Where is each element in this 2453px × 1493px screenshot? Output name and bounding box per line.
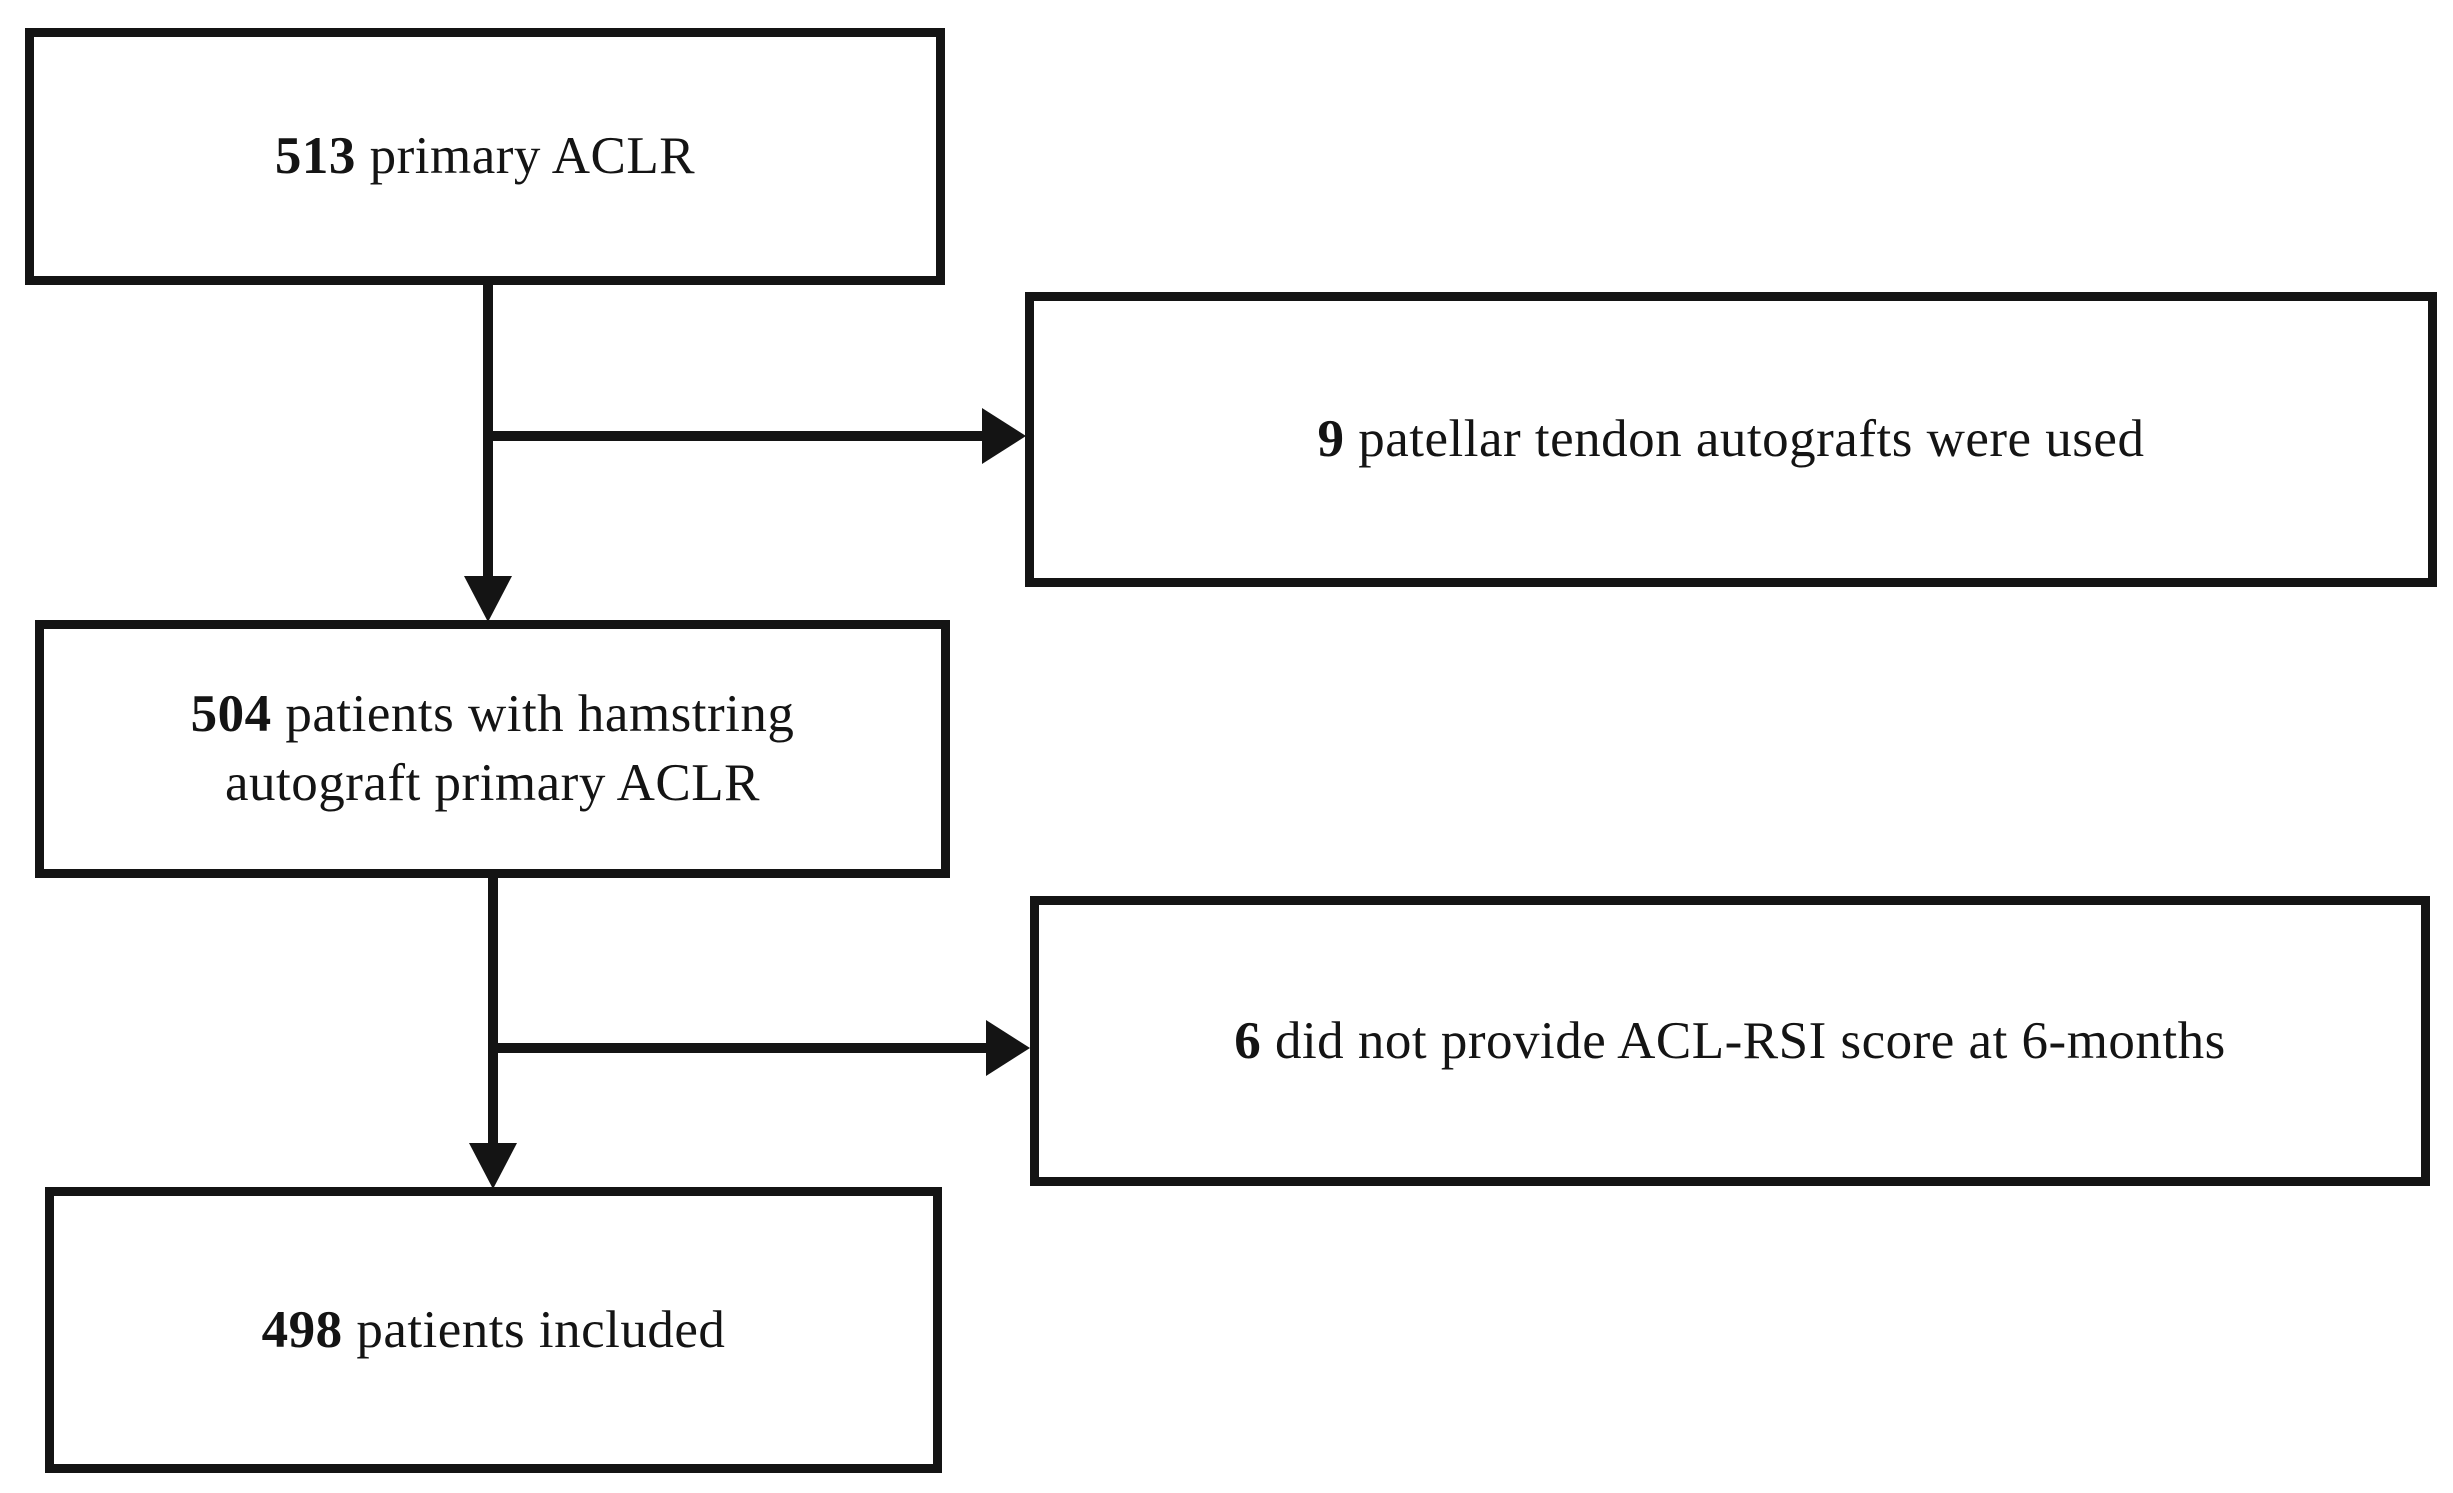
label-patellar-exclusion: patellar tendon autografts were used [1358,410,2145,469]
flow-box-primary-aclr-text: 513 primary ACLR [275,122,695,191]
label-hamstring-line1: patients with hamstring [285,685,795,744]
label-included: patients included [356,1300,726,1359]
flow-box-hamstring: 504 patients with hamstring autograft pr… [35,620,950,878]
arrow-right-icon [982,408,1026,464]
label-no-score-exclusion: did not provide ACL-RSI score at 6-month… [1274,1011,2226,1070]
flow-box-included: 498 patients included [45,1187,942,1473]
arrow-down-icon [469,1143,517,1189]
connector-branch-1 [488,431,985,441]
flow-box-included-text: 498 patients included [262,1296,726,1365]
flow-box-no-score-exclusion: 6 did not provide ACL-RSI score at 6-mon… [1030,896,2430,1186]
flow-box-hamstring-line1: 504 patients with hamstring [191,680,795,749]
count-primary-aclr: 513 [274,127,356,186]
count-hamstring: 504 [190,685,272,744]
flow-box-primary-aclr: 513 primary ACLR [25,28,945,285]
connector-branch-2 [493,1043,988,1053]
flow-box-hamstring-text: 504 patients with hamstring autograft pr… [191,680,795,818]
count-no-score-exclusion: 6 [1234,1011,1262,1070]
arrow-down-icon [464,576,512,622]
flow-box-no-score-exclusion-text: 6 did not provide ACL-RSI score at 6-mon… [1234,1007,2226,1076]
count-included: 498 [261,1300,343,1359]
flow-box-hamstring-line2: autograft primary ACLR [225,754,760,812]
label-primary-aclr: primary ACLR [369,127,696,186]
flow-box-patellar-exclusion: 9 patellar tendon autografts were used [1025,292,2437,587]
flow-box-patellar-exclusion-text: 9 patellar tendon autografts were used [1318,405,2145,474]
count-patellar-exclusion: 9 [1317,410,1345,469]
connector-trunk-2 [488,876,498,1150]
arrow-right-icon [986,1020,1030,1076]
